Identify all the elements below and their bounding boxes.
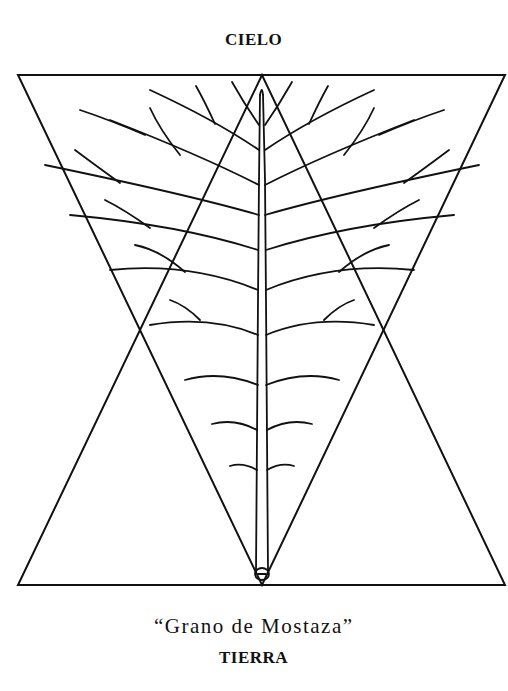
downward-triangle bbox=[18, 75, 505, 585]
earth-label: TIERRA bbox=[219, 648, 288, 668]
upward-triangle bbox=[18, 75, 505, 585]
figure-caption: “Grano de Mostaza” bbox=[154, 614, 354, 639]
mustard-tree bbox=[45, 82, 479, 580]
heaven-label: CIELO bbox=[225, 30, 282, 50]
